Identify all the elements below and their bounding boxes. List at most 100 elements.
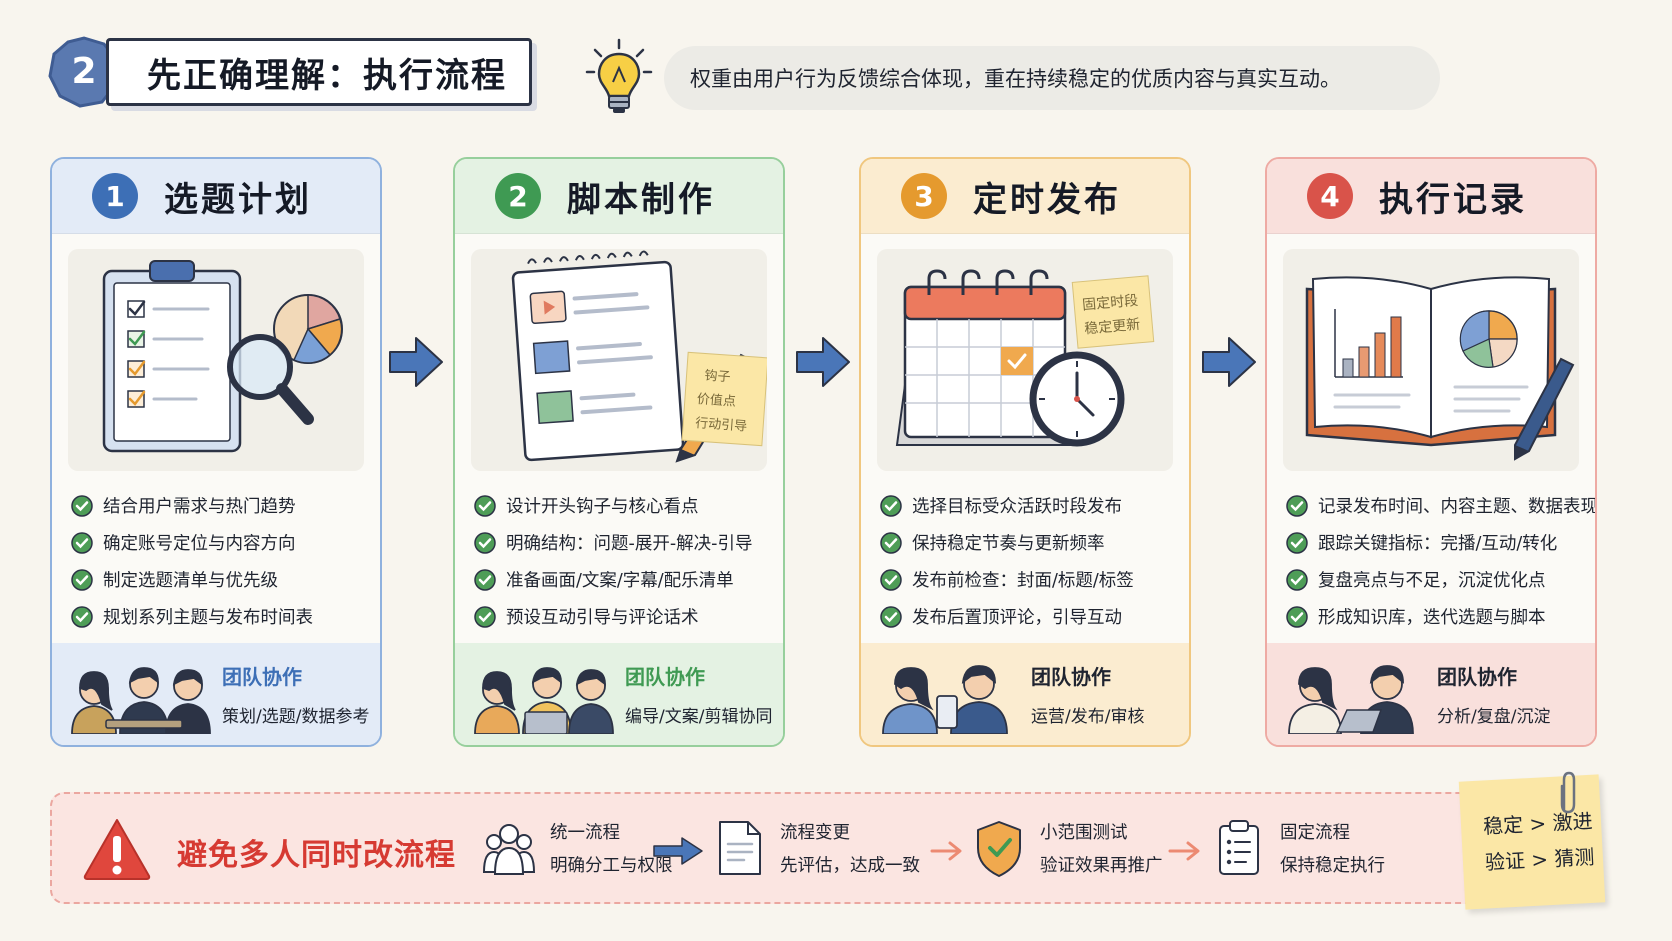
sticky-note-line: 稳定 > 激进 [1482, 808, 1594, 839]
team-desc: 策划/选题/数据参考 [222, 707, 370, 727]
team-people-icon [1288, 665, 1414, 734]
team-title: 团队协作 [1437, 665, 1517, 689]
arrow-right-icon [389, 337, 443, 387]
card-title: 执行记录 [1379, 179, 1527, 220]
team-people-icon [882, 665, 1008, 734]
card-topic-planning: 1 选题计划 [50, 157, 382, 747]
item-text: 保持稳定节奏与更新频率 [912, 534, 1105, 554]
check-circle-icon [1286, 605, 1308, 628]
card-header: 2 脚本制作 [455, 159, 783, 234]
list-item: 确定账号定位与内容方向 [70, 524, 372, 561]
warning-text: 避免多人同时改流程 [177, 838, 456, 873]
list-item: 选择目标受众活跃时段发布 [879, 487, 1181, 524]
team-collaboration: 团队协作 策划/选题/数据参考 [52, 643, 380, 745]
check-circle-icon [71, 494, 93, 517]
arrow-right-icon [653, 837, 703, 865]
team-desc: 运营/发布/审核 [1031, 707, 1145, 727]
check-circle-icon [880, 605, 902, 628]
item-text: 复盘亮点与不足，沉淀优化点 [1318, 571, 1546, 591]
arrow-right-icon [930, 841, 962, 861]
check-circle-icon [880, 531, 902, 554]
task-list: 设计开头钩子与核心看点 明确结构：问题-展开-解决-引导 准备画面/文案/字幕/… [473, 487, 775, 635]
step-desc: 先评估，达成一致 [780, 856, 920, 876]
sticky-note-line: 价值点 [696, 391, 736, 410]
card-header: 1 选题计划 [52, 159, 380, 234]
item-text: 发布后置顶评论，引导互动 [912, 608, 1122, 628]
shield-check-icon [977, 821, 1021, 877]
section-title: 2 先正确理解：执行流程 [40, 30, 540, 114]
step-number: 3 [901, 173, 947, 219]
team-people-icon [474, 667, 614, 734]
team-people-icon [71, 667, 211, 734]
card-title: 定时发布 [973, 179, 1121, 220]
team-collaboration: 团队协作 编导/文案/剪辑协同 [455, 643, 783, 745]
step-badge-icon: 2 [48, 36, 120, 108]
notebook-pencil-illustration: 钩子 价值点 行动引导 [471, 249, 767, 471]
list-item: 形成知识库，迭代选题与脚本 [1285, 598, 1587, 635]
step-number: 2 [495, 173, 541, 219]
item-text: 结合用户需求与热门趋势 [103, 497, 296, 517]
list-item: 发布后置顶评论，引导互动 [879, 598, 1181, 635]
check-circle-icon [1286, 494, 1308, 517]
sticky-note-line: 稳定更新 [1084, 317, 1141, 338]
team-desc: 分析/复盘/沉淀 [1437, 707, 1551, 727]
item-text: 规划系列主题与发布时间表 [103, 608, 313, 628]
sticky-note: 稳定 > 激进 验证 > 猜测 [1458, 774, 1606, 910]
check-circle-icon [71, 605, 93, 628]
sticky-note-line: 固定时段 [1082, 293, 1139, 314]
list-item: 结合用户需求与热门趋势 [70, 487, 372, 524]
arrow-right-icon [1202, 337, 1256, 387]
card-header: 3 定时发布 [861, 159, 1189, 234]
list-item: 明确结构：问题-展开-解决-引导 [473, 524, 775, 561]
item-text: 发布前检查：封面/标题/标签 [912, 571, 1134, 591]
sticky-note-line: 钩子 [704, 369, 731, 386]
team-group-icon [482, 824, 536, 875]
lightbulb-icon [585, 38, 653, 113]
team-title: 团队协作 [625, 665, 705, 689]
warning-banner: 避免多人同时改流程 统一流程 明确分工与权限 [50, 792, 1490, 904]
check-circle-icon [71, 531, 93, 554]
card-header: 4 执行记录 [1267, 159, 1595, 234]
item-text: 设计开头钩子与核心看点 [506, 497, 699, 517]
banner-step: 固定流程 保持稳定执行 [1212, 818, 1385, 878]
check-circle-icon [474, 531, 496, 554]
step-title: 固定流程 [1280, 823, 1350, 843]
item-text: 制定选题清单与优先级 [103, 571, 278, 591]
step-title: 统一流程 [550, 823, 620, 843]
team-title: 团队协作 [1031, 665, 1111, 689]
step-title: 小范围测试 [1040, 823, 1128, 843]
team-collaboration: 团队协作 运营/发布/审核 [861, 643, 1189, 745]
check-circle-icon [880, 494, 902, 517]
item-text: 确定账号定位与内容方向 [103, 534, 296, 554]
step-number: 1 [92, 173, 138, 219]
card-script-production: 2 脚本制作 钩子 [453, 157, 785, 747]
team-title: 团队协作 [222, 665, 302, 689]
check-circle-icon [474, 494, 496, 517]
check-circle-icon [474, 605, 496, 628]
step-desc: 验证效果再推广 [1040, 856, 1163, 876]
card-scheduled-publishing: 3 定时发布 固定时段 [859, 157, 1191, 747]
card-title: 选题计划 [164, 179, 312, 220]
list-item: 发布前检查：封面/标题/标签 [879, 561, 1181, 598]
check-circle-icon [71, 568, 93, 591]
list-item: 准备画面/文案/字幕/配乐清单 [473, 561, 775, 598]
step-desc: 明确分工与权限 [550, 856, 673, 876]
arrow-right-icon [1168, 841, 1200, 861]
warning-triangle-icon [83, 819, 151, 880]
page-title: 先正确理解：执行流程 [106, 38, 532, 106]
card-title: 脚本制作 [567, 179, 715, 220]
item-text: 记录发布时间、内容主题、数据表现 [1318, 497, 1597, 517]
item-text: 预设互动引导与评论话术 [506, 608, 699, 628]
list-item: 预设互动引导与评论话术 [473, 598, 775, 635]
check-circle-icon [1286, 531, 1308, 554]
step-number: 4 [1307, 173, 1353, 219]
list-item: 复盘亮点与不足，沉淀优化点 [1285, 561, 1587, 598]
team-desc: 编导/文案/剪辑协同 [625, 707, 773, 727]
item-text: 跟踪关键指标：完播/互动/转化 [1318, 534, 1558, 554]
list-item: 保持稳定节奏与更新频率 [879, 524, 1181, 561]
badge-number: 2 [71, 51, 96, 92]
item-text: 准备画面/文案/字幕/配乐清单 [506, 571, 734, 591]
list-item: 设计开头钩子与核心看点 [473, 487, 775, 524]
sticky-note-line: 验证 > 猜测 [1484, 844, 1595, 875]
banner-step: 流程变更 先评估，达成一致 [712, 818, 920, 878]
